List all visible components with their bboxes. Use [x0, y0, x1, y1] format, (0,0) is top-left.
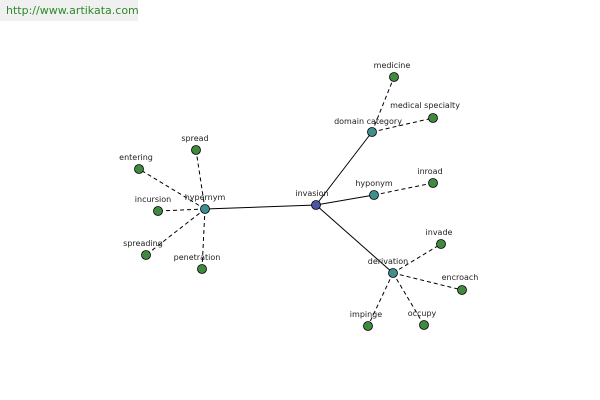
edge-derivation-encroach: [392, 272, 463, 291]
nodes: [134, 72, 467, 331]
relation-label-hypernym: hypernym: [185, 193, 226, 202]
word-label-spreading: spreading: [123, 239, 163, 248]
word-label-invade: invade: [426, 228, 453, 237]
relation-node-hypernym[interactable]: [200, 204, 210, 214]
labels: spread entering incursion spreading penetrat…: [119, 61, 478, 319]
center-label-invasion: invasion: [295, 189, 328, 198]
edge-hyponym-inroad: [373, 182, 434, 196]
word-label-entering: entering: [119, 153, 153, 162]
relation-label-derivation: derivation: [368, 257, 408, 266]
edge-hypernym-spreading: [145, 208, 206, 256]
word-node-encroach[interactable]: [457, 285, 467, 295]
edge-derivation: [315, 204, 394, 274]
word-label-inroad: inroad: [417, 167, 442, 176]
word-node-incursion[interactable]: [153, 206, 163, 216]
source-url[interactable]: http://www.artikata.com: [0, 0, 139, 21]
edge-hypernym: [204, 204, 317, 210]
center-node-invasion[interactable]: [311, 200, 321, 210]
word-node-inroad[interactable]: [428, 178, 438, 188]
word-node-impinge[interactable]: [363, 321, 373, 331]
edge-domain-category: [315, 131, 373, 206]
edges: [138, 76, 463, 327]
word-node-entering[interactable]: [134, 164, 144, 174]
word-node-medical-specialty[interactable]: [428, 113, 438, 123]
relation-node-derivation[interactable]: [388, 268, 398, 278]
word-label-penetration: penetration: [174, 253, 221, 262]
word-label-incursion: incursion: [135, 195, 171, 204]
edge-domain-category-medical-specialty: [371, 117, 434, 133]
word-label-impinge: impinge: [350, 310, 382, 319]
word-node-medicine[interactable]: [389, 72, 399, 82]
word-node-occupy[interactable]: [419, 320, 429, 330]
edge-hyponym: [315, 194, 375, 206]
edge-hypernym-spread: [195, 149, 206, 210]
word-label-occupy: occupy: [408, 309, 437, 318]
edge-hypernym-penetration: [201, 208, 206, 270]
word-node-invade[interactable]: [436, 239, 446, 249]
edge-domain-category-medicine: [371, 76, 395, 133]
relation-label-domain-category: domain category: [334, 117, 402, 126]
edge-hypernym-incursion: [157, 208, 206, 212]
word-label-medical-specialty: medical specialty: [390, 101, 460, 110]
edge-hypernym-entering: [138, 168, 206, 210]
relation-node-hyponym[interactable]: [369, 190, 379, 200]
edge-derivation-occupy: [392, 272, 425, 326]
word-node-penetration[interactable]: [197, 264, 207, 274]
edge-derivation-impinge: [367, 272, 394, 327]
relation-node-domain-category[interactable]: [367, 127, 377, 137]
word-label-encroach: encroach: [442, 273, 479, 282]
edge-derivation-invade: [392, 243, 442, 274]
word-node-spread[interactable]: [191, 145, 201, 155]
word-label-spread: spread: [181, 134, 208, 143]
relation-label-hyponym: hyponym: [355, 179, 393, 188]
word-node-spreading[interactable]: [141, 250, 151, 260]
word-label-medicine: medicine: [374, 61, 411, 70]
